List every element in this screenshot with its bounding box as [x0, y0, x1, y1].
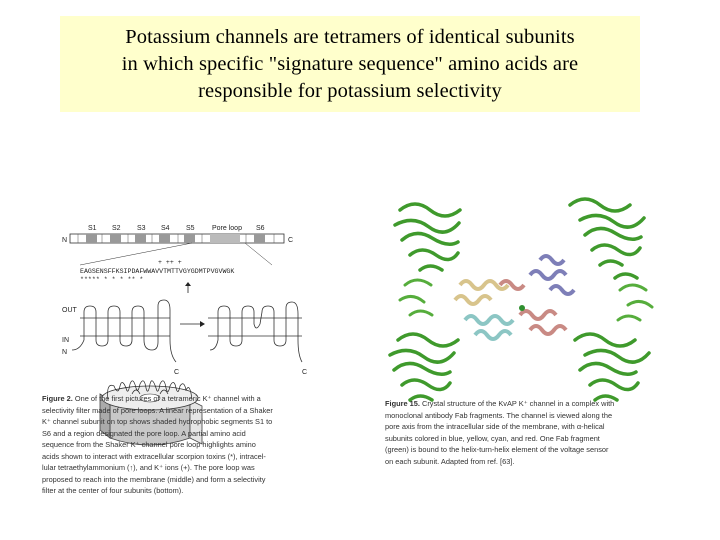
helix-subunit-cyan — [465, 316, 513, 339]
segment-label-s3: S3 — [137, 225, 146, 232]
helix-subunit-red — [500, 281, 566, 334]
toxin-marks: ***** * * * ** * — [80, 276, 143, 283]
figure-2-caption-line-9: filter at the center of four subunits (b… — [42, 485, 324, 497]
figure-15-caption-label: Figure 15. — [385, 399, 420, 408]
potassium-ion — [519, 305, 525, 311]
figure-15-caption-line-6: on each subunit. Adapted from ref. [63]. — [385, 456, 667, 468]
segment-label-s5: S5 — [186, 225, 195, 232]
fab-fragment-right — [618, 285, 652, 320]
figure-2-caption-line-2: selectivity filter made of pore loops. A… — [42, 405, 324, 417]
figure-15-caption-line-3: pore axis from the intracellular side of… — [385, 421, 667, 433]
fab-fragment-bottom-right — [575, 334, 649, 400]
n-label-small: N — [62, 349, 67, 356]
segment-label-s2: S2 — [112, 225, 121, 232]
figure-2-caption-line-3: K⁺ channel subunit on top shows shaded h… — [42, 416, 324, 428]
helix-subunit-blue — [530, 256, 574, 294]
membrane-topology-right — [208, 302, 302, 362]
title-line-2: in which specific "signature sequence" a… — [122, 51, 578, 78]
title-line-1: Potassium channels are tetramers of iden… — [125, 24, 574, 51]
slide-title: Potassium channels are tetramers of iden… — [60, 16, 640, 112]
figure-2-caption-line-8: proposed to reach into the membrane (mid… — [42, 474, 324, 486]
fab-fragment-top-left — [395, 204, 460, 270]
figure-15-caption-line-1: Crystal structure of the KvAP K⁺ channel… — [422, 399, 614, 408]
c-terminus-label: C — [288, 237, 293, 244]
fab-fragment-left — [400, 280, 432, 315]
c-label-small-2: C — [302, 369, 307, 376]
segment-label-s6: S6 — [256, 225, 265, 232]
figure-15-caption-line-2: monoclonal antibody Fab fragments. The c… — [385, 410, 667, 422]
pore-loop-sequence: EAGSENSFFKSIPDAFWWAVVTMTTVGYGDMTPVGVWGK — [80, 268, 234, 275]
figure-2-caption-line-6: acids shown to interact with extracellul… — [42, 451, 324, 463]
figure-2-caption-line-5: sequence from the Shaker K⁺ channel pore… — [42, 439, 324, 451]
segment-label-pore-loop: Pore loop — [212, 225, 242, 232]
fab-fragment-top-right — [570, 199, 644, 278]
tea-arrow-icon — [185, 282, 191, 293]
out-label: OUT — [62, 307, 78, 314]
title-line-3: responsible for potassium selectivity — [198, 78, 502, 105]
figure-2-caption-line-7: lular tetraethylammonium (↑), and K⁺ ion… — [42, 462, 324, 474]
c-label-small-1: C — [174, 369, 179, 376]
fab-fragment-bottom-left — [390, 334, 458, 400]
in-label: IN — [62, 337, 69, 344]
membrane-topology-left — [72, 300, 176, 362]
segment-label-s4: S4 — [161, 225, 170, 232]
n-terminus-label: N — [62, 237, 67, 244]
transition-arrow-icon — [180, 321, 205, 327]
figure-15-caption: Figure 15. Crystal structure of the KvAP… — [385, 398, 667, 467]
figure-2-caption: Figure 2. One of the first pictures of a… — [42, 393, 324, 497]
figure-2-caption-label: Figure 2. — [42, 394, 73, 403]
charge-marks: + ++ + — [158, 259, 182, 266]
figure-2-caption-line-4: S6 and a region designated the pore loop… — [42, 428, 324, 440]
figure-15-caption-line-5: (green) is bound to the helix-turn-helix… — [385, 444, 667, 456]
figure-2-caption-line-1: One of the first pictures of a tetrameri… — [75, 394, 261, 403]
segment-label-s1: S1 — [88, 225, 97, 232]
figure-15-caption-line-4: subunits colored in blue, yellow, cyan, … — [385, 433, 667, 445]
